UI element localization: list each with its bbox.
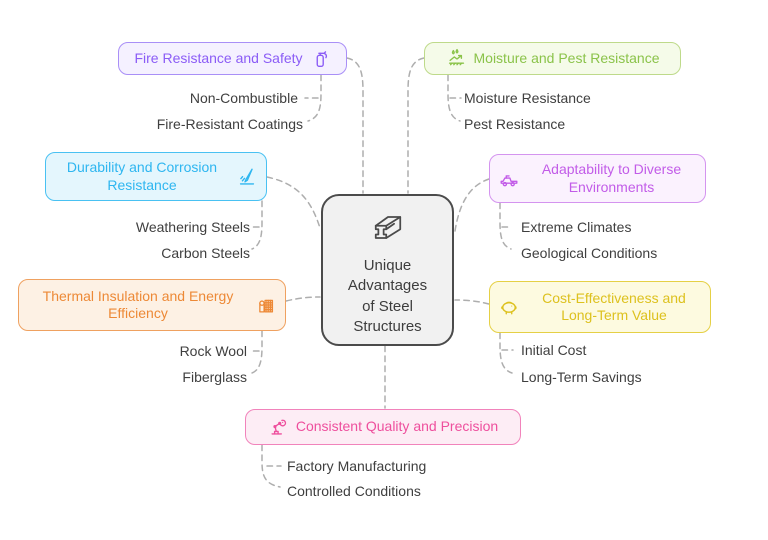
branch-moisture-pest: Moisture and Pest Resistance — [424, 42, 681, 75]
fire-extinguisher-icon — [309, 48, 331, 70]
piggy-bank-icon — [498, 296, 520, 318]
branch-label: Adaptability to Diverse Environments — [541, 161, 682, 195]
branch-adaptability: Adaptability to Diverse Environments — [489, 154, 706, 203]
center-node: Unique Advantages of Steel Structures — [321, 194, 454, 346]
branch-consistent-quality: Consistent Quality and Precision — [245, 409, 521, 445]
branch-thermal-insulation: Thermal Insulation and Energy Efficiency — [18, 279, 286, 331]
branch-fire-resistance: Fire Resistance and Safety — [118, 42, 347, 75]
branch-label: Moisture and Pest Resistance — [473, 49, 660, 66]
steel-beam-icon — [364, 203, 412, 250]
moisture-icon — [446, 48, 468, 70]
offroad-vehicle-icon — [498, 168, 520, 190]
radiator-icon — [255, 294, 277, 316]
sub-moisture-resistance: Moisture Resistance — [464, 90, 591, 106]
sub-rock-wool: Rock Wool — [179, 343, 247, 359]
branch-label: Thermal Insulation and Energy Efficiency — [42, 287, 234, 321]
branch-durability-corrosion: Durability and Corrosion Resistance — [45, 152, 267, 201]
etching-pen-icon — [236, 166, 258, 188]
robot-arm-icon — [268, 416, 290, 438]
sub-factory-manufacturing: Factory Manufacturing — [287, 458, 427, 474]
branch-label: Cost-Effectiveness and Long-Term Value — [542, 289, 686, 323]
center-label: Unique Advantages of Steel Structures — [347, 257, 428, 335]
sub-long-term-savings: Long-Term Savings — [521, 369, 642, 385]
branch-label: Fire Resistance and Safety — [134, 49, 303, 66]
sub-initial-cost: Initial Cost — [521, 342, 587, 358]
sub-extreme-climates: Extreme Climates — [521, 219, 632, 235]
sub-pest-resistance: Pest Resistance — [464, 116, 566, 132]
branch-cost-effectiveness: Cost-Effectiveness and Long-Term Value — [489, 281, 711, 333]
sub-controlled-conditions: Controlled Conditions — [287, 483, 421, 499]
sub-non-combustible: Non-Combustible — [189, 90, 298, 106]
branch-label: Durability and Corrosion Resistance — [66, 159, 218, 193]
sub-fire-resistant-coatings: Fire-Resistant Coatings — [156, 116, 303, 132]
sub-carbon-steels: Carbon Steels — [161, 245, 250, 261]
sub-fiberglass: Fiberglass — [182, 369, 247, 385]
branch-label: Consistent Quality and Precision — [295, 418, 499, 435]
sub-geological-conditions: Geological Conditions — [521, 245, 658, 261]
sub-weathering-steels: Weathering Steels — [135, 219, 250, 235]
